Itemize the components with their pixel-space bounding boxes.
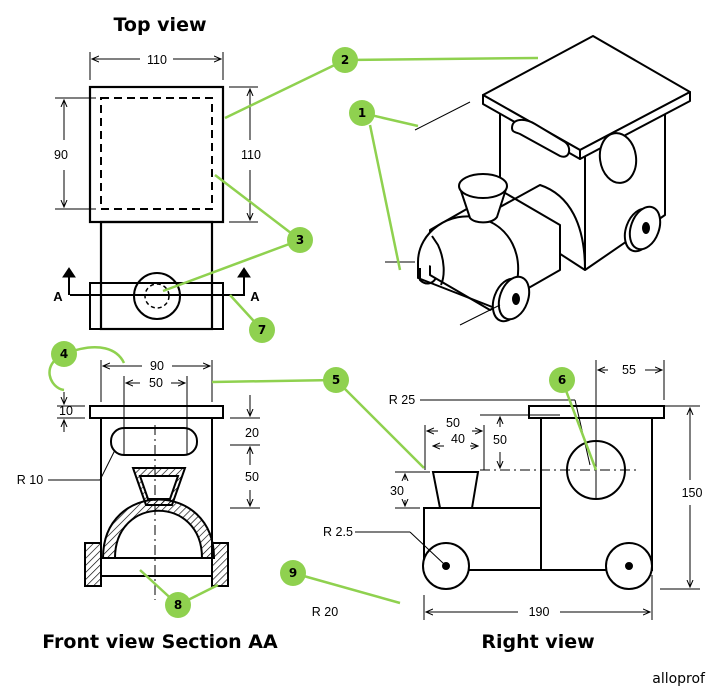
callout-badge-8: 8 xyxy=(165,592,191,618)
roof-section xyxy=(89,405,224,419)
right-chimney-bottom-label: 40 xyxy=(451,432,465,446)
right-total-height-label: 150 xyxy=(682,486,703,500)
wheel-base-outline xyxy=(89,282,224,330)
right-boiler xyxy=(423,507,542,571)
svg-text:3: 3 xyxy=(296,233,304,247)
right-view xyxy=(355,360,700,620)
front-view-title: Front view Section AA xyxy=(42,631,278,653)
callout-badge-4: 4 xyxy=(51,341,77,367)
right-top-label: 55 xyxy=(622,363,636,377)
svg-text:1: 1 xyxy=(358,106,366,120)
right-wheel-radius-label: R 20 xyxy=(312,605,338,619)
slot-opening xyxy=(110,427,198,456)
right-length-label: 190 xyxy=(529,605,550,619)
isometric-view xyxy=(385,35,691,326)
front-inner-label: 50 xyxy=(149,376,163,390)
svg-text:7: 7 xyxy=(258,323,266,337)
callout-badge-5: 5 xyxy=(323,367,349,393)
cab-hidden-outline xyxy=(100,97,213,210)
callout-badge-2: 2 xyxy=(332,47,358,73)
top-left-height-label: 90 xyxy=(54,148,68,162)
right-view-title: Right view xyxy=(481,631,594,653)
cab-window-slot xyxy=(511,118,571,158)
right-rear-wheel xyxy=(605,542,653,590)
brand-logo: alloprof xyxy=(652,671,706,687)
top-right-height-label: 110 xyxy=(241,148,261,162)
front-gap-label: 20 xyxy=(245,426,259,440)
top-view-title: Top view xyxy=(113,14,206,36)
svg-text:4: 4 xyxy=(60,347,68,361)
chimney-top xyxy=(458,173,508,199)
front-outer-label: 90 xyxy=(150,359,164,373)
svg-text:8: 8 xyxy=(174,598,182,612)
front-mid-label: 50 xyxy=(245,470,259,484)
section-mark-left: A xyxy=(53,289,63,304)
right-chimney-offset-label: 50 xyxy=(493,433,507,447)
right-chimney-height-label: 30 xyxy=(390,484,404,498)
callout-badge-3: 3 xyxy=(287,227,313,253)
wheel-left-section xyxy=(84,542,102,587)
front-radius-label: R 10 xyxy=(17,473,43,487)
top-view xyxy=(55,52,258,331)
rear-wheel-right xyxy=(623,205,662,253)
right-cab-radius-label: R 25 xyxy=(389,393,415,407)
right-front-wheel xyxy=(422,542,470,590)
right-chimney-top-label: 50 xyxy=(446,416,460,430)
front-wheel-right xyxy=(491,275,531,323)
cab-round-window xyxy=(598,132,638,184)
callout-badge-7: 7 xyxy=(249,317,275,343)
front-top-label: 10 xyxy=(59,404,73,418)
callout-badge-9: 9 xyxy=(280,560,306,586)
boiler-outline xyxy=(99,220,214,331)
svg-text:2: 2 xyxy=(341,53,349,67)
callout-badge-6: 6 xyxy=(549,367,575,393)
right-wheel-hub-label: R 2.5 xyxy=(323,525,353,539)
top-width-label: 110 xyxy=(147,53,167,67)
right-chimney xyxy=(431,471,480,509)
roof-outline xyxy=(88,85,225,224)
section-mark-right: A xyxy=(250,289,260,304)
svg-text:6: 6 xyxy=(558,373,566,387)
svg-text:9: 9 xyxy=(289,566,297,580)
svg-text:5: 5 xyxy=(332,373,340,387)
wheel-right-section xyxy=(211,542,229,587)
front-view xyxy=(48,360,260,600)
callout-badge-1: 1 xyxy=(349,100,375,126)
